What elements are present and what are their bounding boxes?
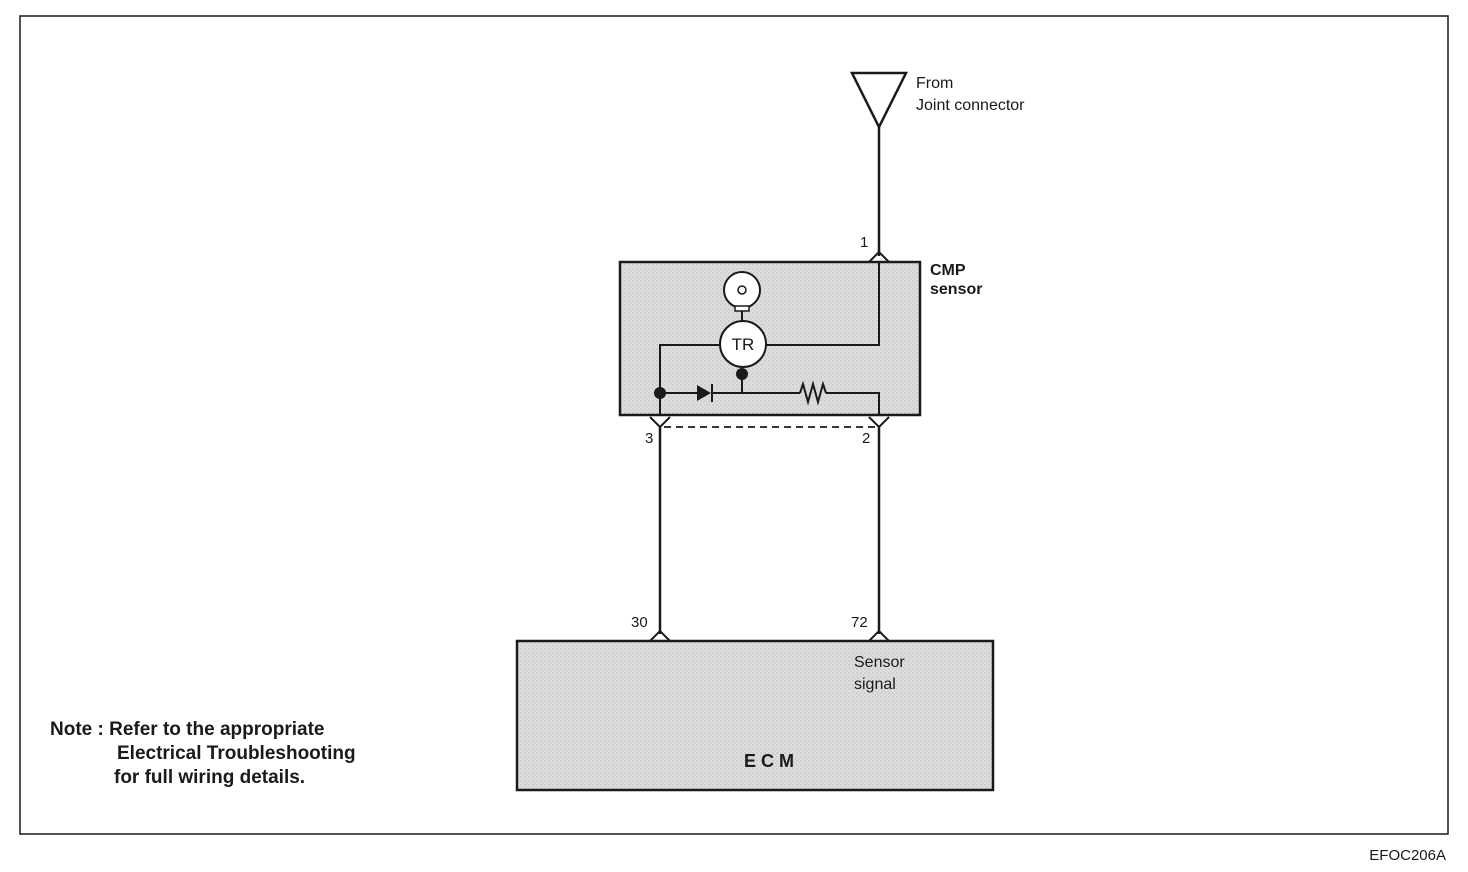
pin-3-label: 3 (645, 430, 653, 447)
ecm-pin-30-connector (649, 629, 671, 642)
source-label-line2: Joint connector (916, 97, 1025, 114)
figure-code: EFOC206A (1369, 847, 1446, 864)
ecm-pin-72-label: 72 (851, 614, 868, 631)
cmp-sensor-label-line2: sensor (930, 281, 982, 298)
note-line1: Note : Refer to the appropriate (50, 719, 324, 740)
junction-dot-transistor (736, 368, 748, 380)
ecm-pin-30-label: 30 (631, 614, 648, 631)
transistor-label: TR (732, 335, 755, 354)
joint-connector-symbol (849, 71, 909, 130)
note-line2: Electrical Troubleshooting (117, 743, 356, 764)
source-label-line1: From (916, 75, 953, 92)
ecm-pin-72-connector (868, 629, 890, 642)
pin-1-label: 1 (860, 234, 868, 251)
pin-1-connector (868, 250, 890, 263)
ecm-signal-label-line2: signal (854, 676, 896, 693)
ecm-box (515, 639, 995, 792)
ecm-title: E C M (744, 751, 794, 771)
cmp-sensor-box (618, 260, 922, 417)
pin-2-connector (868, 416, 890, 429)
diagram-frame (19, 15, 1449, 835)
pin-2-label: 2 (862, 430, 870, 447)
cmp-sensor-label-line1: CMP (930, 262, 966, 279)
junction-dot-left (654, 387, 666, 399)
ecm-signal-label-line1: Sensor (854, 654, 905, 671)
magnet-icon (723, 271, 761, 312)
transistor-icon (719, 320, 767, 368)
pin-3-connector (649, 416, 671, 429)
note-line3: for full wiring details. (114, 767, 305, 788)
diode-icon (697, 384, 713, 402)
